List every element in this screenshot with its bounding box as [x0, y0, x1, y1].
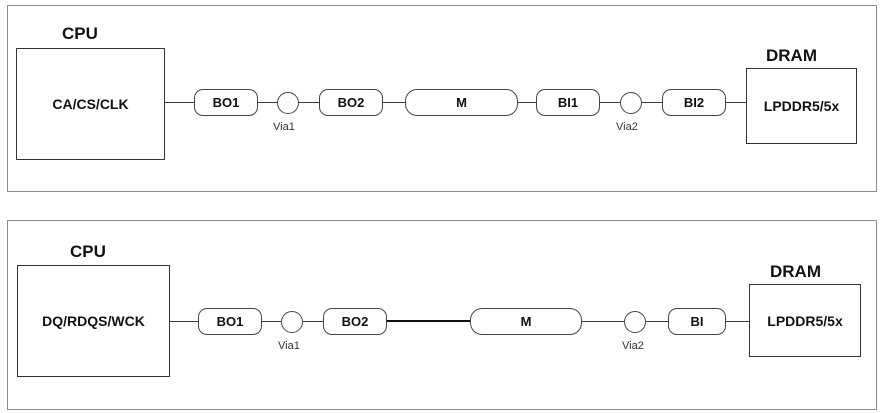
dram-title: DRAM	[770, 262, 821, 281]
via1-label: Via1	[273, 121, 295, 133]
segment-bo2: BO2	[323, 308, 387, 335]
wire	[726, 102, 746, 103]
wire	[258, 102, 277, 103]
wire	[600, 102, 620, 103]
via2-label: Via2	[622, 340, 644, 352]
via2-label: Via2	[616, 121, 638, 133]
segment-label: BI1	[557, 95, 579, 110]
cpu-title: CPU	[70, 242, 106, 261]
via1-icon	[281, 311, 303, 333]
wire	[726, 321, 749, 322]
wire	[303, 321, 323, 322]
wire	[165, 102, 194, 103]
cpu-block: DQ/RDQS/WCK	[17, 265, 170, 377]
wire	[518, 102, 536, 103]
wire	[383, 102, 405, 103]
via1-icon	[277, 92, 299, 114]
segment-label: BO1	[216, 314, 244, 329]
segment-bo1: BO1	[194, 89, 258, 116]
segment-bo1: BO1	[198, 308, 262, 335]
segment-bi1: BI1	[536, 89, 600, 116]
dram-block: LPDDR5/5x	[749, 284, 861, 357]
segment-label: M	[520, 314, 532, 329]
dram-label: LPDDR5/5x	[763, 98, 840, 114]
cpu-block: CA/CS/CLK	[16, 48, 165, 160]
segment-m: M	[405, 89, 518, 116]
dram-title: DRAM	[766, 46, 817, 65]
wire	[262, 321, 281, 322]
via1-label: Via1	[278, 340, 300, 352]
wire	[646, 321, 668, 322]
via2-icon	[620, 92, 642, 114]
via2-icon	[624, 311, 646, 333]
segment-bo2: BO2	[319, 89, 383, 116]
wire	[582, 321, 624, 322]
segment-label: BO2	[341, 314, 369, 329]
segment-label: BO1	[212, 95, 240, 110]
segment-label: M	[456, 95, 467, 110]
dram-block: LPDDR5/5x	[746, 68, 857, 144]
wire	[642, 102, 662, 103]
segment-m: M	[470, 308, 582, 335]
wire	[170, 321, 198, 322]
cpu-signal-label: CA/CS/CLK	[52, 96, 129, 112]
wire	[299, 102, 319, 103]
cpu-signal-label: DQ/RDQS/WCK	[42, 313, 145, 329]
segment-bi: BI	[668, 308, 726, 335]
segment-label: BI2	[683, 95, 705, 110]
dram-label: LPDDR5/5x	[767, 312, 843, 329]
segment-label: BI	[690, 314, 704, 329]
segment-bi2: BI2	[662, 89, 726, 116]
segment-label: BO2	[337, 95, 365, 110]
cpu-title: CPU	[62, 24, 98, 43]
wire-thick	[387, 320, 470, 322]
